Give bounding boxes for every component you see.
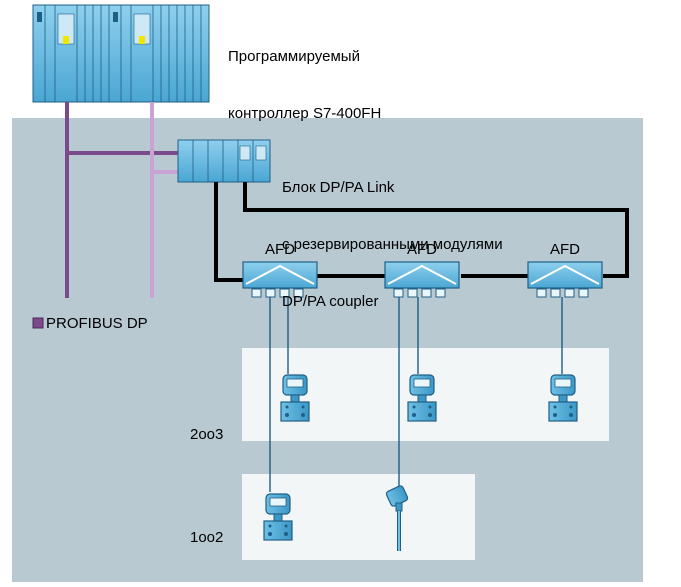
- afd-label-3: AFD: [550, 241, 580, 258]
- afd-coupler-icon: [384, 261, 460, 298]
- controller-title-line2: контроллер S7-400FH: [228, 105, 382, 122]
- afd-label-2: AFD: [407, 241, 437, 258]
- pa-bus-line-redundant: [243, 182, 629, 278]
- link-block-title: Блок DP/PA Link с резервированными модул…: [282, 140, 503, 349]
- afd-coupler-icon: [242, 261, 318, 298]
- legend-profibus-label: PROFIBUS DP: [46, 315, 148, 332]
- dp-pa-link-module-icon: [177, 139, 271, 183]
- group-2oo3-label: 2oo3: [190, 426, 224, 443]
- link-block-line1: Блок DP/PA Link: [282, 179, 395, 196]
- legend-swatch-profibus: [32, 317, 44, 329]
- controller-title-line1: Программируемый: [228, 48, 360, 65]
- afd-coupler-icon: [527, 261, 603, 298]
- link-block-line2: с резервированными модулями: [282, 236, 503, 253]
- afd-label-1: AFD: [265, 241, 295, 258]
- controller-title: Программируемый контроллер S7-400FH: [228, 9, 381, 161]
- group-1oo2-label: 1oo2: [190, 529, 224, 546]
- link-block-line3: DP/PA coupler: [282, 293, 379, 310]
- pa-bus-line: [214, 182, 245, 282]
- temperature-sensor-icon: [385, 485, 409, 551]
- plc-rack-icon: [32, 4, 210, 103]
